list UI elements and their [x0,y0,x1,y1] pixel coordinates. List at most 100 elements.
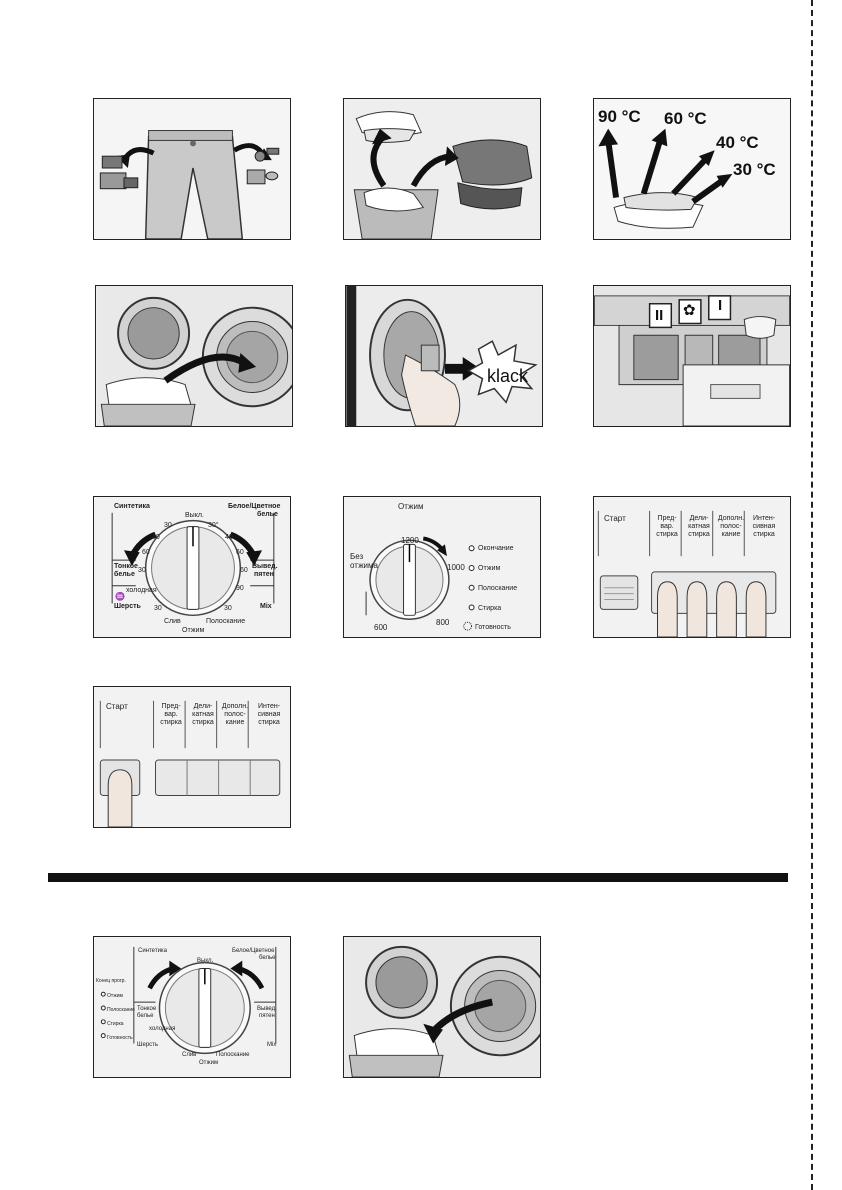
dial-spin-label: Отжим [182,627,205,634]
spin-600: 600 [374,623,388,632]
program-dial-illustration [94,497,290,637]
small-status-spin: Отжим [107,993,123,999]
extra-rinse-label: Дополн. полос- кание [717,515,745,538]
dial-mix-label: Mix [260,603,272,610]
status-ready: Готовность [475,624,511,631]
panel-temperatures: 90 °C 60 °C 40 °C 30 °C [593,98,791,240]
small-dial-delicate: Тонкое [137,1006,157,1012]
panel-empty-pockets [93,98,291,240]
small-dial-cold: холодная [149,1026,176,1032]
small-status-end: Конец прогр. [96,978,126,984]
option-buttons-illustration [594,497,790,637]
detergent-drawer-illustration [594,286,790,426]
small-dial-white-colored-2: белье [259,955,276,961]
load-drum-illustration [96,286,292,426]
dial-stain-label: Вывед. [252,563,278,570]
panel-detergent: II ✿ I [593,285,791,427]
small-dial-stain: Вывед. [257,1006,277,1012]
dial-off-illustration [94,937,290,1077]
small-status-wash: Стирка [107,1021,124,1027]
start-button-illustration [94,687,290,827]
delicate-wash-label: Дели- катная стирка [688,515,710,538]
main-wash-compartment-mark: I [718,297,723,314]
pants-pockets-illustration [94,99,290,239]
spin-dial-illustration [344,497,540,637]
dial-white-colored-label-2: белье [257,511,278,518]
sort-laundry-illustration [344,99,540,239]
dial-stain-label-2: пятен [254,571,274,578]
dial-drain-label: Слив [164,618,181,625]
start-label-2: Старт [106,702,128,711]
dial-wool-label: Шерсть [114,603,141,610]
small-dial-wool: Шерсть [137,1042,159,1048]
status-spin: Отжим [478,565,501,572]
panel-unload-drum [343,936,541,1078]
dial-30c: 30 [154,605,162,612]
extra-rinse-label-2: Дополн. полос- кание [221,703,249,726]
cut-line [811,0,813,1190]
small-dial-rinse: Полоскание [216,1052,250,1058]
small-dial-drain: Слив [182,1052,197,1058]
temp-30-label: 30 °C [733,160,776,179]
spin-1200: 1200 [401,536,419,545]
dial-30b: 30 [138,567,146,574]
close-door-illustration [346,286,542,426]
dial-30a: 30 [164,522,172,529]
spin-1000: 1000 [447,563,465,572]
section-divider [48,873,788,882]
dial-delicate-label: Тонкое [114,563,138,570]
small-status-ready: Готовность [107,1035,133,1041]
panel-load-drum [95,285,293,427]
panel-option-buttons: Старт Пред- вар. стирка Дели- катная сти… [593,496,791,638]
delicate-wash-label-2: Дели- катная стирка [192,703,214,726]
small-dial-mix: Mix [267,1042,277,1048]
spin-no-spin-label-2: отжима [350,561,378,570]
status-rinse: Полоскание [478,585,518,592]
panel-close-door: klack [345,285,543,427]
temperature-arrows-illustration [594,99,790,239]
spin-title: Отжим [398,502,424,511]
intensive-wash-label: Интен- сивная стирка [752,515,776,538]
prewash-compartment-mark: II [655,307,664,324]
panel-dial-off: Конец прогр. Отжим Полоскание Стирка Гот… [93,936,291,1078]
temp-60-label: 60 °C [664,109,707,128]
panel-program-dial: Синтетика Белое/Цветное белье Выкл. 30 3… [93,496,291,638]
dial-synthetics-label: Синтетика [114,503,150,510]
prewash-label: Пред- вар. стирка [656,515,678,538]
unload-drum-illustration [344,937,540,1077]
dial-30e: 30 [224,605,232,612]
dial-cold-label: холодная [126,587,157,594]
spin-no-spin-label: Без [350,552,364,561]
dial-white-colored-label: Белое/Цветное [228,503,281,510]
softener-compartment-mark: ✿ [683,302,696,319]
intensive-wash-label-2: Интен- сивная стирка [257,703,281,726]
small-dial-spin: Отжим [199,1060,219,1066]
handwash-icon: ♒ [115,592,125,601]
panel-spin-dial: Отжим Без отжима 1200 1000 800 600 Оконч… [343,496,541,638]
dial-60b: 60 [236,549,244,556]
dial-off-label: Выкл. [185,512,204,519]
status-wash: Стирка [478,605,502,612]
temp-40-label: 40 °C [716,133,759,152]
small-status-rinse: Полоскание [107,1007,135,1013]
dial-60a: 60 [142,549,150,556]
dial-90: 90 [236,585,244,592]
panel-sort-laundry [343,98,541,240]
dial-40a: 40 [152,534,160,541]
small-dial-stain-2: пятен [259,1013,275,1019]
temp-90-label: 90 °C [598,107,641,126]
spin-800: 800 [436,618,450,627]
status-end: Окончание [478,545,514,552]
dial-delicate-label-2: белье [114,571,135,578]
small-dial-white-colored: Белое/Цветное [232,948,275,954]
panel-start-button: Старт Пред- вар. стирка Дели- катная сти… [93,686,291,828]
dial-60c: 60 [240,567,248,574]
dial-30d: 30° [208,522,219,529]
small-dial-synthetics: Синтетика [138,948,168,954]
small-dial-delicate-2: белье [137,1013,154,1019]
small-dial-off: Выкл. [197,958,214,964]
start-label: Старт [604,514,626,523]
prewash-label-2: Пред- вар. стирка [160,703,182,726]
dial-rinse-label: Полоскание [206,618,246,625]
klack-label: klack [487,366,529,386]
